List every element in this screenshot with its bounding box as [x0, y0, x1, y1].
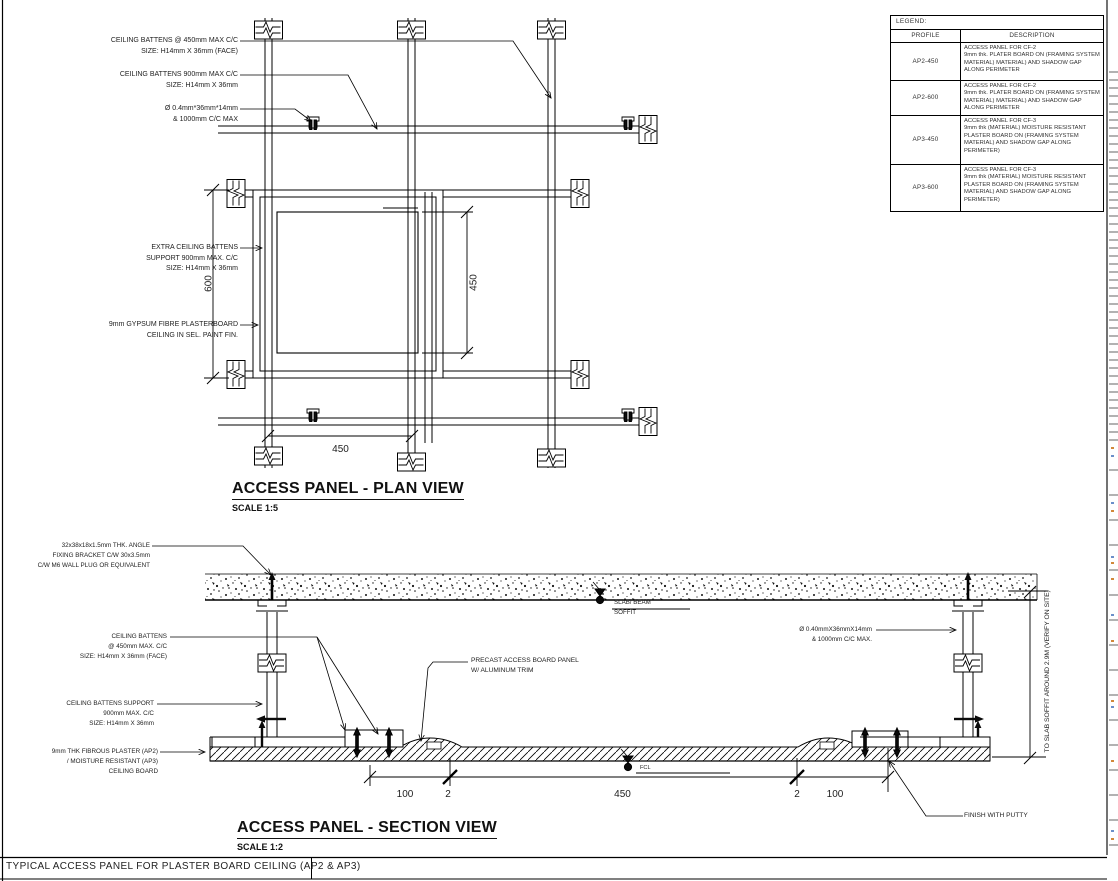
section-slab [205, 573, 1038, 601]
plan-label-extra-battens: EXTRA CEILING BATTENS SUPPORT 900mm MAX.… [146, 244, 238, 272]
section-view-scale: SCALE 1:2 [237, 842, 284, 852]
section-label-fcl: FCL [640, 765, 651, 771]
section-label-ceiling-battens: CEILING BATTENS @ 450mm MAX. C/C SIZE: H… [79, 633, 167, 660]
plan-dim-450-horizontal: 450 [332, 444, 349, 455]
legend-profile: AP3-450 [891, 115, 961, 164]
legend-header-row: PROFILE DESCRIPTION [891, 29, 1103, 43]
section-label-finish-putty: FINISH WITH PUTTY [964, 812, 1028, 819]
plan-view-title: ACCESS PANEL - PLAN VIEW [232, 480, 464, 500]
plan-dimensions [204, 183, 474, 443]
legend-row-ap2-450: AP2-450 ACCESS PANEL FOR CF-2 9mm thk. P… [891, 42, 1103, 81]
section-dimensions [363, 585, 1048, 792]
plan-view-linework [204, 18, 658, 472]
legend-row-ap2-600: AP2-600 ACCESS PANEL FOR CF-2 9mm thk. P… [891, 80, 1103, 116]
hanger-clip-icon [621, 408, 635, 422]
plan-label-ceiling-battens-450: CEILING BATTENS @ 450mm MAX C/C SIZE: H1… [110, 37, 238, 55]
hanger-clip-icon [306, 408, 320, 422]
plan-label-ceiling-battens-900: CEILING BATTENS 900mm MAX C/C SIZE: H14m… [119, 71, 238, 89]
plan-label-plasterboard: 9mm GYPSUM FIBRE PLASTERBOARD CEILING IN… [108, 321, 238, 339]
fixing-screw-icon [256, 715, 286, 747]
plan-support-frame [252, 189, 444, 379]
legend-table: LEGEND: PROFILE DESCRIPTION AP2-450 ACCE… [890, 15, 1104, 212]
section-dim-100-left: 100 [396, 789, 414, 800]
legend-description: ACCESS PANEL FOR CF-3 9mm thk (MATERIAL)… [964, 117, 1087, 154]
plan-label-hanger-rod: Ø 0.4mm*36mm*14mm & 1000mm C/C MAX [164, 105, 238, 123]
legend-row-ap3-600: AP3-600 ACCESS PANEL FOR CF-3 9mm thk (M… [891, 164, 1103, 211]
legend-title: LEGEND: [891, 16, 1103, 30]
plan-access-panel [276, 211, 419, 354]
adjacent-sheet-edge [1106, 0, 1118, 855]
plan-vertical-battens [264, 18, 556, 468]
legend-col-description: DESCRIPTION [1009, 31, 1055, 39]
section-leader-lines [152, 545, 963, 817]
legend-col-profile: PROFILE [891, 29, 961, 42]
legend-profile: AP2-450 [891, 42, 961, 80]
legend-description: ACCESS PANEL FOR CF-2 9mm thk. PLATER BO… [964, 82, 1100, 112]
section-label-battens-support: CEILING BATTENS SUPPORT 900mm MAX. C/C S… [66, 700, 154, 727]
slab-soffit-marker [592, 581, 690, 610]
legend-profile: AP2-600 [891, 80, 961, 115]
legend-description: ACCESS PANEL FOR CF-2 9mm thk. PLATER BO… [964, 44, 1100, 74]
adjacent-sheet-marks [1111, 447, 1114, 840]
section-label-slab-beam-soffit: SLAB/ BEAM SOFFIT [614, 599, 651, 616]
legend-row-ap3-450: AP3-450 ACCESS PANEL FOR CF-3 9mm thk (M… [891, 115, 1103, 165]
section-label-precast-panel: PRECAST ACCESS BOARD PANEL W/ ALUMINUM T… [471, 657, 579, 674]
section-dim-2-right: 2 [794, 789, 800, 800]
plan-view-scale: SCALE 1:5 [232, 503, 279, 513]
section-dim-100-right: 100 [826, 789, 844, 800]
section-ceiling-board [209, 727, 991, 762]
section-label-fibrous-plaster: 9mm THK FIBROUS PLASTER (AP2) / MOISTURE… [51, 748, 158, 775]
plan-dim-450-vertical: 450 [468, 274, 480, 291]
section-dim-2-left: 2 [445, 789, 451, 800]
section-label-soffit-height: TO SLAB SOFFIT AROUND 2.9M (VERIFY ON SI… [1043, 590, 1051, 753]
hanger-clip-icon [621, 116, 635, 130]
legend-description: ACCESS PANEL FOR CF-3 9mm thk (MATERIAL)… [964, 166, 1087, 203]
plan-dim-600: 600 [203, 275, 215, 292]
section-view-title: ACCESS PANEL - SECTION VIEW [237, 819, 497, 839]
section-label-angle-bracket: 32x38x18x1.5mm THK. ANGLE FIXING BRACKET… [37, 542, 150, 569]
fcl-marker [620, 748, 730, 774]
section-label-hanger-rod: Ø 0.40mmX36mmX14mm & 1000mm C/C MAX. [799, 626, 872, 643]
sheet-footer-title: TYPICAL ACCESS PANEL FOR PLASTER BOARD C… [6, 861, 361, 872]
plan-leader-lines [240, 40, 551, 325]
section-view-linework [152, 545, 1048, 817]
section-dim-450: 450 [614, 789, 631, 800]
legend-profile: AP3-600 [891, 164, 961, 211]
